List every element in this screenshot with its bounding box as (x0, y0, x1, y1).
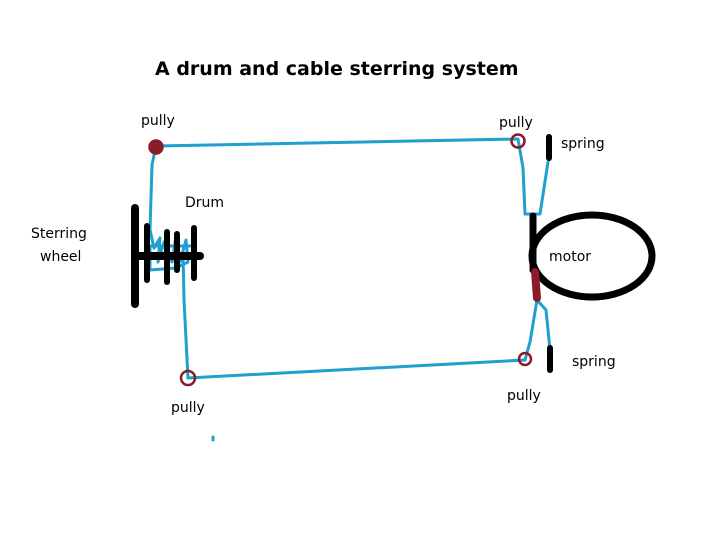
cable-left-top (148, 144, 158, 232)
cable-lines (148, 137, 552, 442)
cable-top (154, 137, 520, 148)
pulleys (148, 133, 533, 387)
steering-drum (131, 204, 204, 308)
label-steering-wheel-line2: wheel (40, 249, 82, 265)
motor-arm-bottom (531, 268, 541, 302)
label-motor: motor (549, 249, 592, 265)
springs (546, 134, 553, 373)
pulley-bottom-right (517, 351, 533, 367)
pulley-top-left (148, 139, 164, 155)
cable-right-bottom (523, 298, 552, 362)
pulley-bottom-left (179, 369, 197, 387)
label-steering-wheel-line1: Sterring (31, 226, 87, 242)
label-pully-top-right: pully (499, 115, 533, 131)
cable-left-bottom (181, 250, 190, 380)
label-pully-bottom-left: pully (171, 400, 205, 416)
motor (528, 211, 656, 302)
cable-drum-wraps (148, 228, 192, 272)
cable-right-top (516, 137, 550, 216)
pulley-top-right (510, 133, 526, 149)
label-spring-top: spring (561, 136, 605, 152)
label-pully-bottom-right: pully (507, 388, 541, 404)
cable-bottom (186, 358, 527, 380)
label-spring-bottom: spring (572, 354, 616, 370)
label-drum: Drum (185, 195, 225, 211)
label-pully-top-left: pully (141, 113, 175, 129)
diagram-title: A drum and cable sterring system (155, 58, 519, 80)
